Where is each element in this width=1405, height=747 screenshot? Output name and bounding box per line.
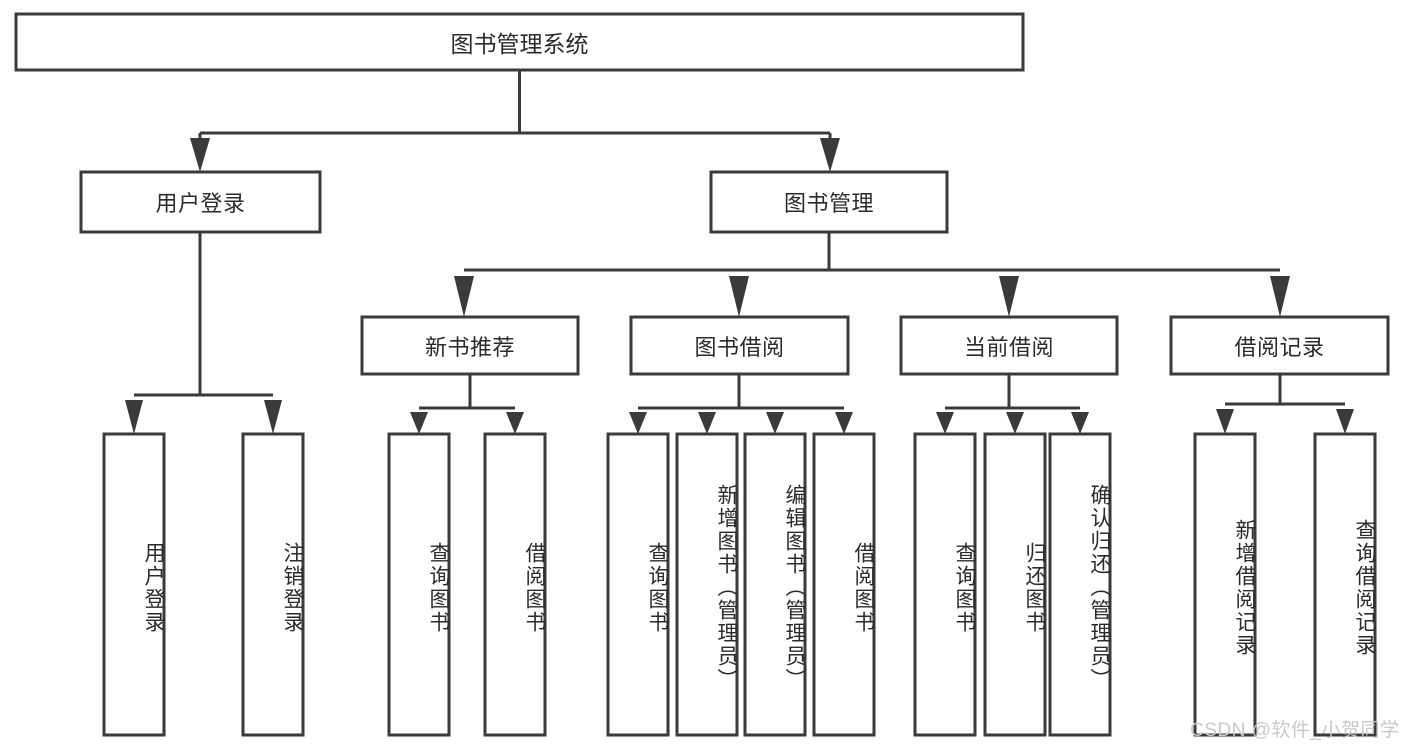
node-level3-box-0[interactable] (360, 315, 580, 376)
arrow-leaf-6 (698, 412, 716, 434)
node-leaf-box-0[interactable] (102, 432, 166, 737)
connector-book-mgmt-to-level3 (454, 232, 1290, 317)
arrow-leaf-5 (629, 412, 647, 434)
node-leaf-box-6[interactable] (743, 432, 807, 737)
node-level3-box-1[interactable] (629, 315, 850, 376)
arrow-to-book-borrow (729, 276, 749, 317)
arrow-to-borrow-record (1270, 276, 1290, 317)
node-leaf-box-8[interactable] (913, 432, 977, 737)
arrow-leaf-2 (264, 400, 282, 434)
node-level2-box-0[interactable] (79, 170, 322, 234)
connector-book-borrow-to-leaves (629, 374, 853, 434)
watermark-label: CSDN @软件_小贺同学 (1190, 720, 1400, 741)
connector-root-to-level2 (190, 70, 840, 172)
arrow-leaf-8 (835, 412, 853, 434)
node-leaf-box-4[interactable] (606, 432, 670, 737)
arrow-leaf-1 (125, 400, 143, 434)
connector-borrow-record-to-leaves (1216, 374, 1354, 434)
arrow-to-new-book-rec (454, 276, 474, 317)
arrow-leaf-13 (1336, 409, 1354, 434)
node-level3-box-2[interactable] (899, 315, 1119, 376)
arrow-leaf-10 (1006, 412, 1024, 434)
node-leaf-box-2[interactable] (387, 432, 451, 737)
connector-current-borrow-to-leaves (936, 374, 1089, 434)
arrow-leaf-12 (1216, 409, 1234, 434)
node-leaf-box-5[interactable] (675, 432, 739, 737)
arrow-leaf-9 (936, 412, 954, 434)
arrow-leaf-4 (506, 412, 524, 434)
node-leaf-box-1[interactable] (241, 432, 305, 737)
node-leaf-box-7[interactable] (812, 432, 876, 737)
node-level3-box-3[interactable] (1169, 315, 1390, 376)
node-leaf-box-3[interactable] (483, 432, 547, 737)
arrow-to-book-mgmt (820, 138, 840, 172)
node-root-box[interactable] (14, 12, 1025, 72)
node-leaf-box-10[interactable] (1048, 432, 1112, 737)
node-level2-box-1[interactable] (709, 170, 949, 234)
arrow-leaf-7 (766, 412, 784, 434)
connector-user-login-to-leaves (125, 232, 282, 434)
connector-new-book-rec-to-leaves (410, 374, 524, 434)
node-leaf-box-11[interactable] (1193, 432, 1257, 737)
arrow-leaf-11 (1071, 412, 1089, 434)
node-leaf-box-12[interactable] (1313, 432, 1377, 737)
arrow-to-current-borrow (999, 276, 1019, 317)
arrow-leaf-3 (410, 412, 428, 434)
arrow-to-user-login (190, 138, 210, 172)
node-leaf-box-9[interactable] (983, 432, 1047, 737)
